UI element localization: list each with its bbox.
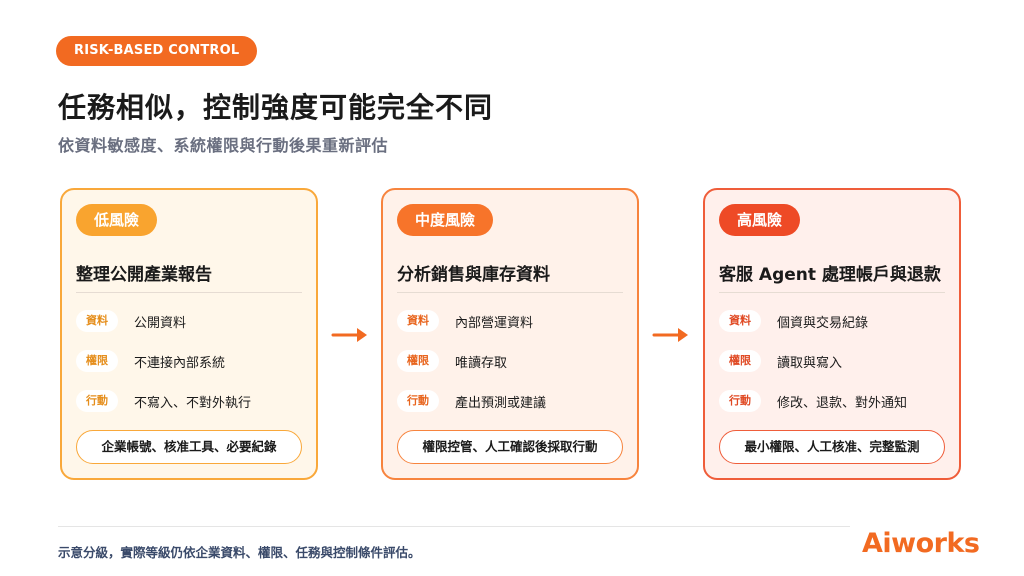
attribute-value: 不連接內部系統 [134, 356, 226, 371]
attribute-value: 個資與交易紀錄 [777, 316, 869, 331]
risk-card-low: 低風險 整理公開產業報告 資料 公開資料 權限 不連接內部系統 行動 不寫入、不… [60, 188, 318, 480]
attribute-tag: 行動 [76, 390, 118, 412]
attribute-row-data: 資料 個資與交易紀錄 [719, 310, 949, 332]
task-title: 分析銷售與庫存資料 [397, 265, 550, 285]
attribute-value: 產出預測或建議 [455, 396, 547, 411]
task-title: 客服 Agent 處理帳戶與退款 [719, 265, 941, 285]
attribute-row-action: 行動 產出預測或建議 [397, 390, 627, 412]
card-divider [76, 292, 302, 293]
brand-logo: Aiworks [862, 528, 980, 559]
page-title: 任務相似，控制強度可能完全不同 [58, 91, 494, 124]
attribute-tag: 權限 [397, 350, 439, 372]
footnote: 示意分級，實際等級仍依企業資料、權限、任務與控制條件評估。 [58, 545, 421, 560]
footer-divider [58, 526, 850, 527]
risk-card-medium: 中度風險 分析銷售與庫存資料 資料 內部營運資料 權限 唯讀存取 行動 產出預測… [381, 188, 639, 480]
attribute-value: 公開資料 [134, 316, 187, 331]
risk-level-badge: 低風險 [76, 204, 158, 236]
attribute-value: 唯讀存取 [455, 356, 508, 371]
task-title: 整理公開產業報告 [76, 265, 212, 285]
arrow-right-icon [331, 328, 367, 342]
risk-level-badge: 中度風險 [397, 204, 494, 236]
section-badge: RISK-BASED CONTROL [56, 36, 258, 66]
control-summary: 最小權限、人工核准、完整監測 [719, 430, 945, 464]
risk-card-high: 高風險 客服 Agent 處理帳戶與退款 資料 個資與交易紀錄 權限 讀取與寫入… [703, 188, 961, 480]
attribute-tag: 行動 [397, 390, 439, 412]
attribute-row-permission: 權限 不連接內部系統 [76, 350, 306, 372]
attribute-tag: 行動 [719, 390, 761, 412]
attribute-row-data: 資料 內部營運資料 [397, 310, 627, 332]
attribute-value: 修改、退款、對外通知 [777, 396, 908, 411]
attribute-tag: 資料 [397, 310, 439, 332]
arrow-right-icon [652, 328, 688, 342]
attribute-tag: 權限 [719, 350, 761, 372]
control-summary: 權限控管、人工確認後採取行動 [397, 430, 623, 464]
attribute-row-action: 行動 修改、退款、對外通知 [719, 390, 949, 412]
page-subtitle: 依資料敏感度、系統權限與行動後果重新評估 [58, 136, 389, 155]
attribute-row-permission: 權限 唯讀存取 [397, 350, 627, 372]
attribute-value: 讀取與寫入 [777, 356, 843, 371]
attribute-tag: 資料 [719, 310, 761, 332]
attribute-row-permission: 權限 讀取與寫入 [719, 350, 949, 372]
card-divider [719, 292, 945, 293]
attribute-value: 不寫入、不對外執行 [134, 396, 252, 411]
attribute-tag: 資料 [76, 310, 118, 332]
attribute-value: 內部營運資料 [455, 316, 534, 331]
attribute-row-action: 行動 不寫入、不對外執行 [76, 390, 306, 412]
card-divider [397, 292, 623, 293]
control-summary: 企業帳號、核准工具、必要紀錄 [76, 430, 302, 464]
attribute-tag: 權限 [76, 350, 118, 372]
risk-level-badge: 高風險 [719, 204, 801, 236]
attribute-row-data: 資料 公開資料 [76, 310, 306, 332]
